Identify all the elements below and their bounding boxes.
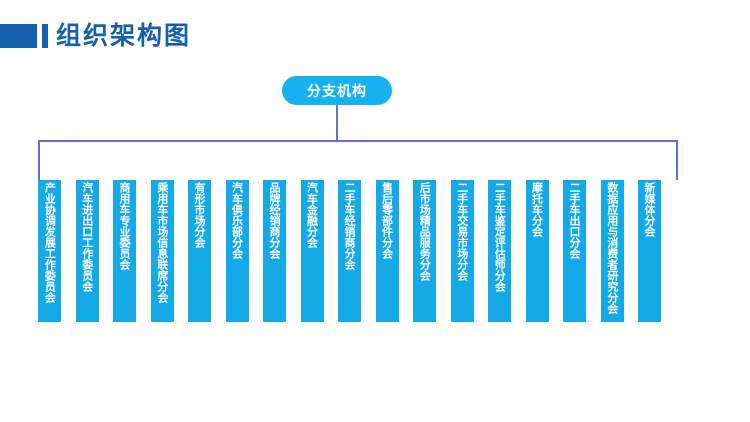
leaf-node[interactable]: 汽车金融分会	[300, 180, 324, 322]
root-node-branch-institutions[interactable]: 分支机构	[282, 76, 392, 105]
connector-drop-right	[676, 140, 678, 180]
leaf-node[interactable]: 汽车进出口工作委员会	[75, 180, 99, 322]
leaf-node[interactable]: 二手车交易市场分会	[450, 180, 474, 322]
header-accent-bar	[42, 24, 48, 48]
leaf-node[interactable]: 二手车鉴定评估师分会	[488, 180, 511, 322]
leaf-node[interactable]: 商用车专业委员会	[113, 180, 136, 322]
leaf-node-label: 二手车经销商分会	[343, 182, 356, 270]
leaf-node[interactable]: 二手车出口分会	[563, 180, 586, 322]
leaf-node-label: 商用车专业委员会	[118, 182, 131, 270]
leaf-node-label: 新媒体分会	[643, 182, 656, 237]
leaf-node[interactable]: 新媒体分会	[638, 180, 661, 322]
root-node-label: 分支机构	[307, 83, 367, 100]
leaf-node-label: 后市场精品服务分会	[418, 182, 432, 281]
leaf-node-label: 产业协调发展工作委员会	[43, 182, 57, 303]
page-title: 组织架构图	[56, 21, 192, 50]
leaf-node-label: 品牌经销商分会	[268, 182, 281, 259]
leaf-node-label: 二手车交易市场分会	[455, 182, 469, 281]
connector-horizontal-bus	[38, 140, 678, 142]
leaf-node[interactable]: 汽车俱乐部分会	[225, 180, 249, 322]
leaf-node[interactable]: 售后零部件分会	[375, 180, 399, 322]
leaf-node-label: 二手车鉴定评估师分会	[493, 182, 507, 292]
leaf-node-label: 摩托车分会	[530, 182, 544, 237]
leaf-node[interactable]: 数据应用与消费者研究分会	[600, 180, 624, 322]
leaf-node-row: 产业协调发展工作委员会 汽车进出口工作委员会 商用车专业委员会 乘用车市场信息联席分会…	[38, 180, 702, 322]
connector-drop-left	[38, 140, 40, 180]
leaf-node[interactable]: 二手车经销商分会	[338, 180, 361, 322]
leaf-node-label: 售后零部件分会	[380, 182, 394, 259]
leaf-node[interactable]: 有形市场分会	[188, 180, 211, 322]
connector-stem	[336, 105, 338, 141]
leaf-node[interactable]: 产业协调发展工作委员会	[38, 180, 61, 322]
header-accent-block	[0, 24, 37, 48]
leaf-node[interactable]: 乘用车市场信息联席分会	[150, 180, 174, 322]
leaf-node-label: 二手车出口分会	[568, 182, 581, 259]
leaf-node[interactable]: 后市场精品服务分会	[413, 180, 436, 322]
leaf-node-label: 汽车进出口工作委员会	[80, 182, 94, 292]
leaf-node[interactable]: 摩托车分会	[525, 180, 549, 322]
leaf-node-label: 汽车俱乐部分会	[230, 182, 244, 259]
page-header: 组织架构图	[0, 0, 750, 62]
leaf-node-label: 有形市场分会	[193, 182, 206, 248]
leaf-node-label: 乘用车市场信息联席分会	[155, 182, 169, 303]
leaf-node-label: 数据应用与消费者研究分会	[605, 182, 619, 314]
leaf-node[interactable]: 品牌经销商分会	[263, 180, 286, 322]
leaf-node-label: 汽车金融分会	[305, 182, 319, 248]
